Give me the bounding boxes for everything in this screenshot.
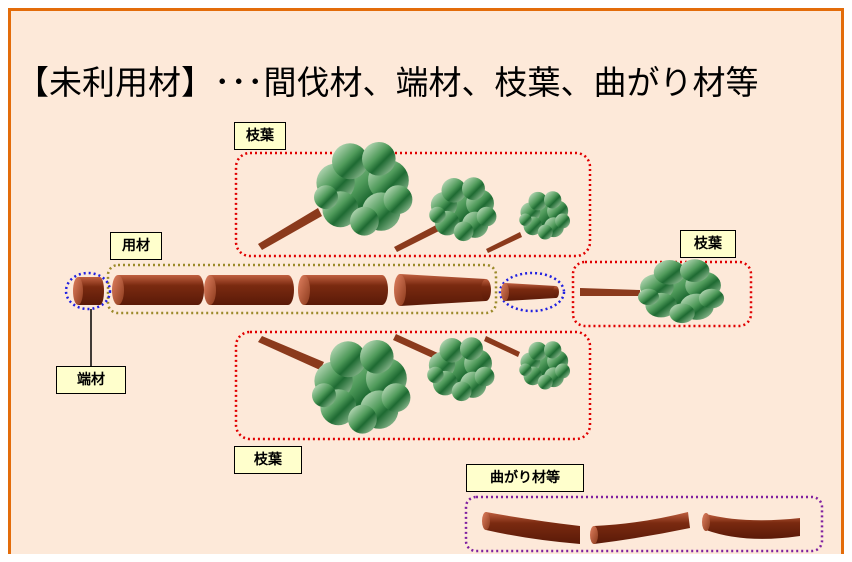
offcut-group-right (498, 271, 566, 313)
branch-bottom-medium (393, 334, 495, 402)
label-usable-timber: 用材 (110, 232, 162, 260)
branch-top-large (258, 142, 413, 250)
curved-log-2 (590, 512, 690, 544)
branches-bottom-group (234, 330, 592, 441)
label-branches-top: 枝葉 (234, 122, 286, 150)
label-curved-timber: 曲がり材等 (466, 464, 584, 492)
branch-top-medium (394, 177, 497, 252)
curved-log-3 (702, 513, 800, 539)
label-offcut: 端材 (56, 366, 126, 394)
usable-log-3 (298, 275, 388, 305)
branches-top-group (234, 151, 592, 258)
label-branches-right: 枝葉 (680, 230, 736, 258)
page-title: 【未利用材】･･･間伐材、端材、枝葉、曲がり材等 (16, 63, 759, 102)
usable-log-2 (204, 275, 294, 305)
label-branches-bottom: 枝葉 (234, 446, 302, 474)
usable-log-4 (394, 274, 491, 306)
offcut-log-left (73, 277, 104, 305)
curved-log-1 (482, 512, 580, 544)
branch-top-small (486, 191, 571, 253)
branch-bottom-large (258, 336, 411, 434)
offcut-group-left (64, 271, 112, 311)
branch-bottom-small (484, 336, 571, 390)
offcut-log-right (501, 283, 559, 301)
branch-right (580, 259, 725, 324)
usable-log-1 (112, 275, 204, 305)
usable-timber-group (106, 263, 498, 315)
